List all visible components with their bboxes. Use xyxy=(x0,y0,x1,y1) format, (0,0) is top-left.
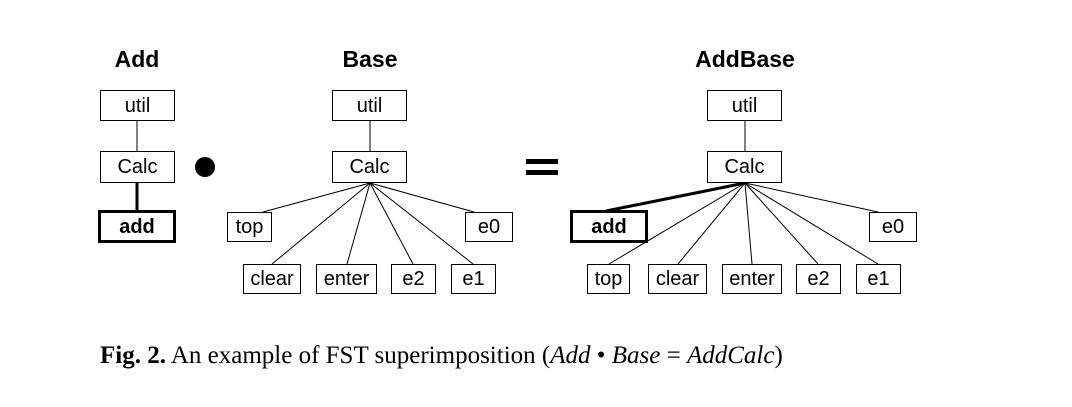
caption-equals: = xyxy=(660,342,687,369)
base-node-top: top xyxy=(227,212,272,242)
add-node-calc: Calc xyxy=(100,151,175,183)
edge-addbase-calc-clear xyxy=(677,182,746,265)
edge-base-calc-e1 xyxy=(369,182,474,265)
addbase-node-top: top xyxy=(587,264,630,294)
caption-text: An example of FST superimposition ( xyxy=(170,342,551,369)
compose-operator xyxy=(195,157,215,177)
caption-term2: Base xyxy=(611,342,661,369)
base-node-enter: enter xyxy=(316,264,377,294)
caption-term1: Add xyxy=(550,342,591,369)
addbase-node-e1: e1 xyxy=(856,264,901,294)
edge-addbase-calc-enter xyxy=(744,182,753,265)
addbase-node-calc: Calc xyxy=(707,151,782,183)
base-node-calc: Calc xyxy=(332,151,407,183)
addbase-node-e0: e0 xyxy=(869,212,917,242)
caption-label: Fig. 2. xyxy=(100,342,166,369)
tree-title-addbase: AddBase xyxy=(695,46,795,72)
tree-title-add: Add xyxy=(114,46,160,72)
base-node-e1: e1 xyxy=(451,264,496,294)
edge-base-calc-e2 xyxy=(369,182,414,265)
addbase-node-add: add xyxy=(570,210,648,243)
fst-superimposition-diagram: Add Base AddBase util Calc add util Calc… xyxy=(98,46,917,294)
edge-addbase-calc-e0 xyxy=(744,182,879,213)
base-node-e2: e2 xyxy=(391,264,436,294)
addbase-node-util: util xyxy=(707,90,782,121)
caption-result: AddCalc xyxy=(686,342,775,369)
edge-base-calc-e0 xyxy=(369,182,475,213)
tree-edges xyxy=(135,121,879,265)
caption-operator: • xyxy=(590,342,612,369)
equals-operator xyxy=(526,157,558,177)
add-node-util: util xyxy=(100,90,175,121)
figure-caption: Fig. 2. An example of FST superimpositio… xyxy=(100,342,783,370)
addbase-node-clear: clear xyxy=(648,264,707,294)
base-node-util: util xyxy=(332,90,407,121)
edge-base-calc-clear xyxy=(271,182,371,265)
edge-addbase-calc-e1 xyxy=(744,182,879,265)
base-node-e0: e0 xyxy=(465,212,513,242)
edge-addbase-calc-e2 xyxy=(744,182,819,265)
caption-close: ) xyxy=(774,342,783,369)
edge-base-calc-enter xyxy=(346,182,371,265)
add-node-add: add xyxy=(98,210,176,243)
edge-addbase-calc-add xyxy=(605,181,746,213)
base-node-clear: clear xyxy=(243,264,301,294)
edge-base-calc-top xyxy=(262,182,371,213)
edge-addbase-calc-top xyxy=(608,182,746,265)
addbase-node-enter: enter xyxy=(722,264,782,294)
tree-title-base: Base xyxy=(342,46,398,72)
addbase-node-e2: e2 xyxy=(796,264,841,294)
